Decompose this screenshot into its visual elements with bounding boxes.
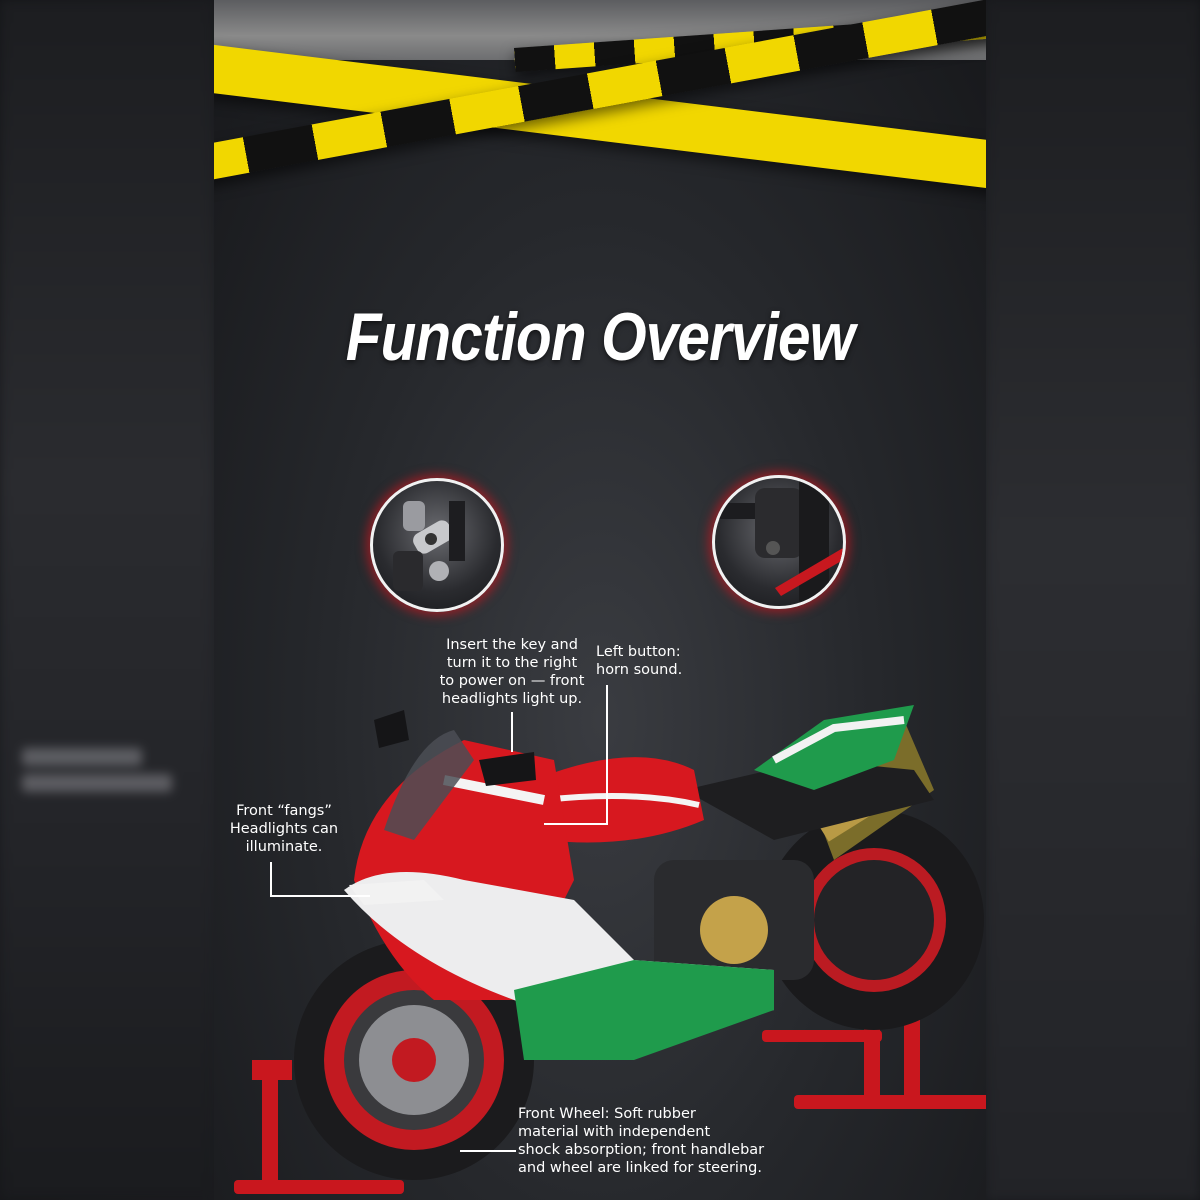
motorcycle-model-illustration — [234, 705, 986, 1194]
page-title: Function Overview — [345, 299, 855, 375]
callout-text: to power on — front — [439, 673, 585, 689]
callout-text: headlights light up. — [441, 691, 583, 707]
blurred-text — [22, 740, 182, 830]
callout-line-fangs-h — [270, 895, 370, 897]
callout-line-fangs — [270, 862, 272, 897]
callout-text: shock absorption; front handlebar — [518, 1142, 765, 1158]
key-switch-detail-image — [370, 478, 504, 612]
callout-line-horn — [606, 685, 608, 825]
horn-button-detail-image — [712, 475, 846, 609]
key-switch-detail-icon — [393, 501, 465, 591]
callout-headlights: Front “fangs” Headlights can illuminate. — [224, 802, 344, 856]
blurred-background-left — [0, 0, 214, 1200]
callout-text: and wheel are linked for steering. — [518, 1160, 762, 1176]
callout-key-power: Insert the key and turn it to the right … — [432, 636, 592, 708]
callout-text: Left button: — [596, 644, 681, 660]
callout-text: Insert the key and — [446, 637, 578, 653]
callout-line-wheel — [460, 1150, 516, 1152]
callout-front-wheel: Front Wheel: Soft rubber material with i… — [518, 1105, 798, 1177]
callout-text: turn it to the right — [446, 655, 578, 671]
callout-text: Front “fangs” — [236, 803, 332, 819]
callout-text: illuminate. — [245, 839, 323, 855]
callout-line-key — [511, 712, 513, 752]
main-panel: Function Overview — [214, 0, 986, 1200]
horn-button-detail-icon — [715, 478, 843, 606]
callout-text: material with independent — [518, 1124, 711, 1140]
blurred-background-right — [986, 0, 1200, 1200]
callout-text: horn sound. — [596, 662, 683, 678]
callout-text: Headlights can — [229, 821, 339, 837]
callout-horn: Left button: horn sound. — [596, 643, 706, 679]
callout-text: Front Wheel: Soft rubber — [518, 1106, 696, 1122]
callout-line-horn-h — [544, 823, 607, 825]
